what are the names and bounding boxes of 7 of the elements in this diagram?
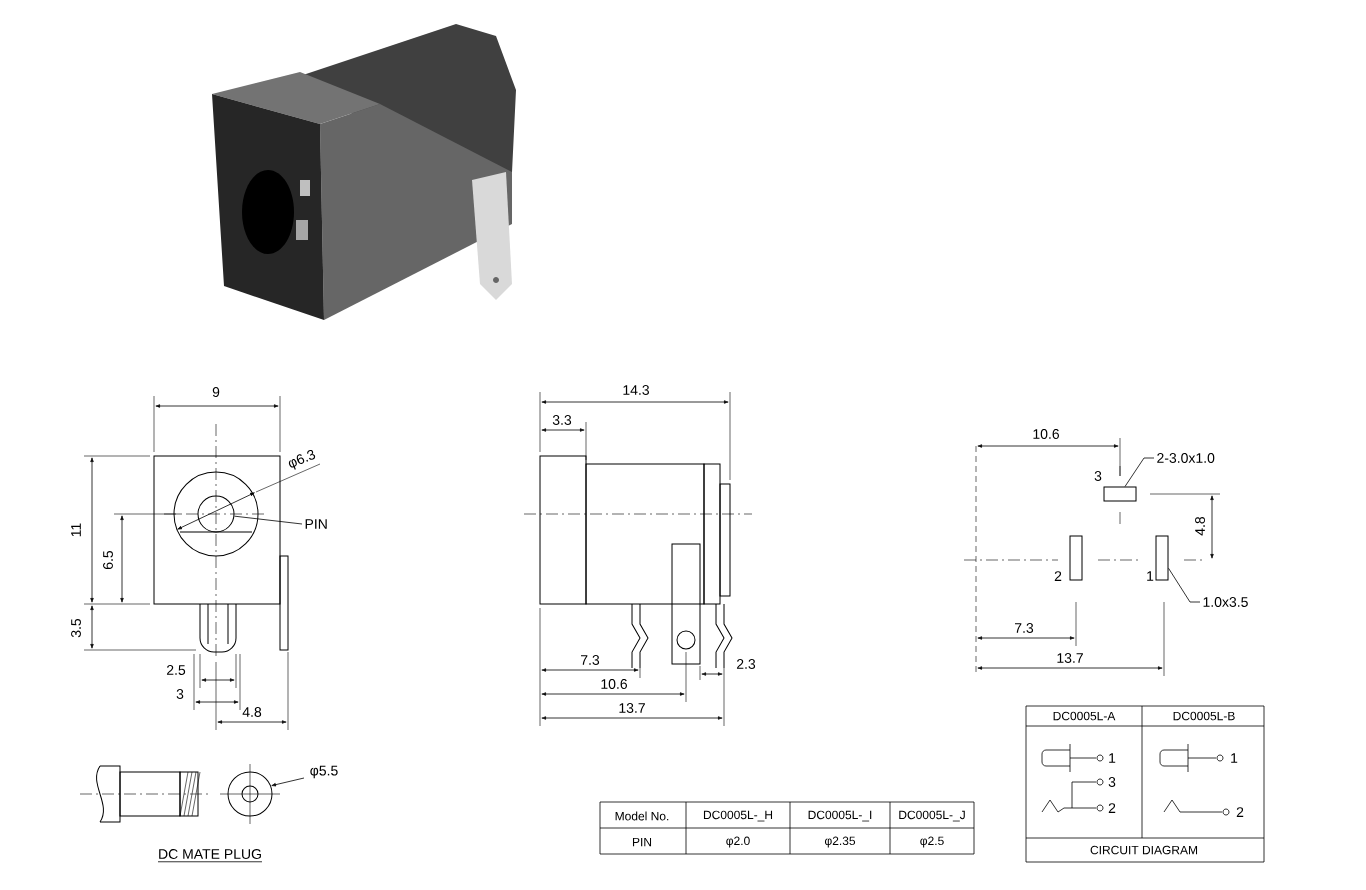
leader-line xyxy=(1124,457,1155,487)
leader-line xyxy=(234,515,303,525)
pin-ring xyxy=(197,495,235,533)
solder-pad xyxy=(1103,486,1137,502)
solder-pad xyxy=(1069,535,1083,581)
leader-line xyxy=(1168,567,1201,603)
solder-pad xyxy=(1155,535,1169,581)
